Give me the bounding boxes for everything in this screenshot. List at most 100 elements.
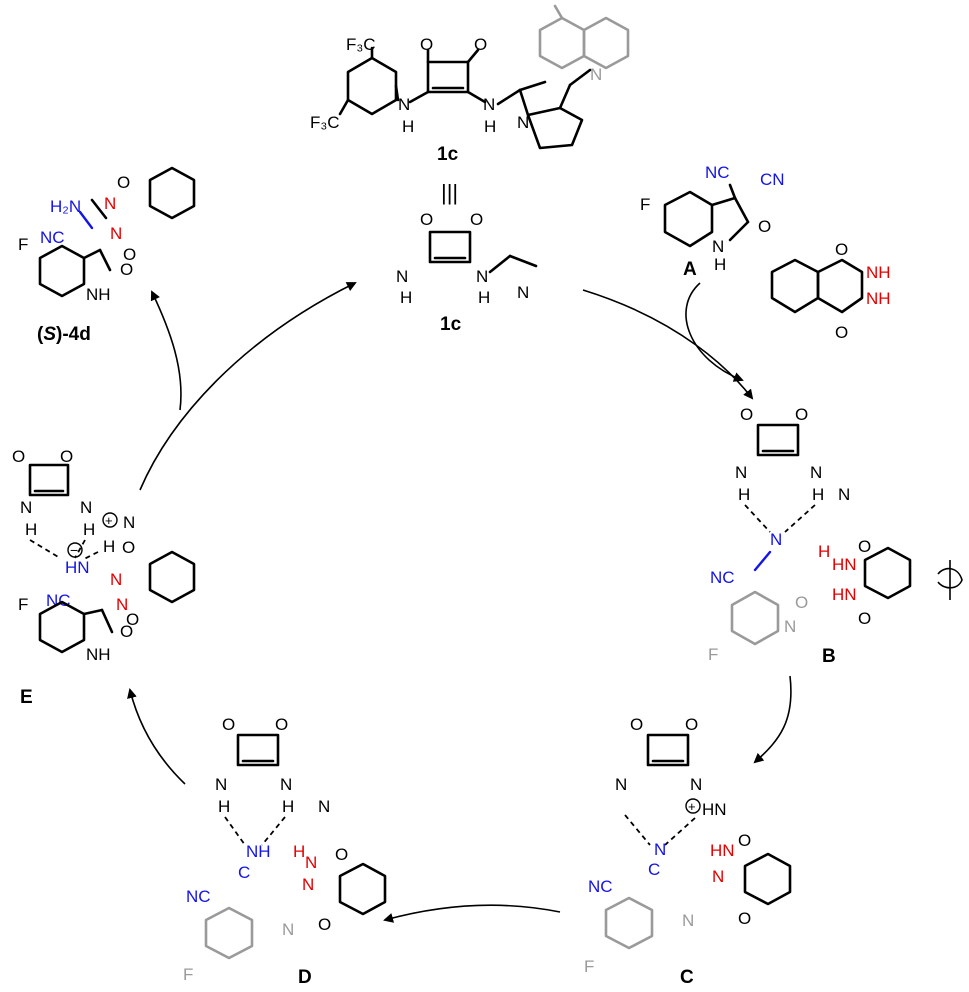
- nitrile-group: CN: [760, 170, 785, 189]
- nitrogen-atom: N: [80, 498, 92, 517]
- hydrogen-atom: H: [478, 288, 490, 307]
- hydrazide-nh: HN: [832, 585, 857, 604]
- quinoline-ring: [538, 16, 586, 70]
- ketenimine-carbon: C: [648, 860, 660, 879]
- nitrogen-atom: N: [690, 775, 702, 794]
- nitrogen-atom: N: [682, 911, 694, 930]
- arrow-1c-to-B: [582, 289, 754, 400]
- hydrogen-atom: H: [738, 485, 750, 504]
- oxygen-atom: O: [335, 845, 348, 864]
- oxygen-atom: O: [474, 35, 487, 54]
- oxygen-atom: O: [120, 622, 133, 641]
- arrow-E-to-1c: [139, 282, 357, 491]
- oxygen-atom: O: [420, 210, 433, 229]
- nitrogen-atom: N: [712, 237, 724, 256]
- label-4d: (S)-4d: [37, 324, 91, 345]
- nitrogen-atom: N: [396, 267, 408, 286]
- nitrile-nitrogen: N: [770, 530, 782, 549]
- oxygen-atom: O: [835, 323, 848, 342]
- hydrazide-n: N: [305, 853, 317, 872]
- label-C: C: [680, 967, 694, 987]
- label-D: D: [298, 967, 312, 987]
- nitrogen-atom: N: [517, 283, 529, 302]
- nitrogen-atom: N: [476, 267, 488, 286]
- nitrogen-atom: N: [735, 463, 747, 482]
- intermediate-D: O O N H N H N NH C NC H N N O O F N D: [183, 715, 387, 988]
- hydrogen-atom: H: [400, 288, 412, 307]
- oxygen-atom: O: [123, 245, 136, 264]
- nitrogen-atom: N: [215, 775, 227, 794]
- hydrogen-atom: H: [25, 520, 37, 539]
- nitrogen-atom: N: [483, 95, 495, 114]
- oxygen-atom: O: [120, 260, 133, 279]
- nitrogen-atom: N: [20, 498, 32, 517]
- arrow-C-to-D: [383, 904, 561, 923]
- oxygen-atom: O: [738, 831, 751, 850]
- hydrazide-nh: HN: [832, 555, 857, 574]
- intermediate-C: O O N N HN + N C NC HN N O O F N C: [584, 715, 792, 988]
- oxygen-atom: O: [275, 715, 288, 734]
- hydrazide-nh: HN: [710, 841, 735, 860]
- nitrogen-atom: N: [318, 797, 330, 816]
- oxygen-atom: O: [858, 609, 871, 628]
- indole-ring: [663, 190, 714, 248]
- oxygen-atom: O: [685, 715, 698, 734]
- nitrogen-atom: N: [282, 920, 294, 939]
- nitrogen-atom: N: [615, 775, 627, 794]
- oxygen-atom: O: [795, 593, 808, 612]
- fluorine-atom: F: [640, 195, 650, 214]
- rotation-symbol: [937, 560, 963, 600]
- phthalhydrazide: O O NH NH: [770, 240, 891, 342]
- oxygen-atom: O: [117, 173, 130, 192]
- hydrazide-nh: NH: [866, 289, 891, 308]
- imine-hn: HN: [65, 558, 90, 577]
- hydrazide-n: N: [110, 570, 122, 589]
- hydrogen-atom: H: [714, 255, 726, 274]
- nh-group: NH: [86, 645, 111, 664]
- oxygen-atom: O: [758, 217, 771, 236]
- equivalence-sign: |||: [441, 180, 458, 205]
- hydrazide-nh: NH: [866, 263, 891, 282]
- nitrogen-atom: N: [398, 95, 410, 114]
- label-B: B: [822, 646, 836, 667]
- nitrile-group: NC: [705, 163, 730, 182]
- nitrogen-atom: N: [784, 617, 796, 636]
- nitrile-group: NC: [186, 887, 211, 906]
- oxygen-atom: O: [122, 538, 135, 557]
- cf3-group: F₃C: [346, 35, 376, 54]
- nitrile-group: NC: [40, 228, 65, 247]
- product-4d: H₂N NC N N O O O F NH (S)-4d: [18, 166, 196, 345]
- oxygen-atom: O: [222, 715, 235, 734]
- oxygen-atom: O: [470, 210, 483, 229]
- ammonium-nh: HN: [702, 800, 727, 819]
- oxygen-atom: O: [60, 447, 73, 466]
- nitrile-group: NC: [588, 877, 613, 896]
- arrow-E-to-product: [150, 290, 182, 411]
- fluorine-atom: F: [584, 957, 594, 976]
- acidic-hydrogen: H: [293, 842, 305, 861]
- oxygen-atom: O: [835, 240, 848, 259]
- nitrile-group: NC: [46, 591, 71, 610]
- hydrogen-atom: H: [218, 797, 230, 816]
- oxygen-atom: O: [420, 35, 433, 54]
- arrow-A-entry: [685, 282, 744, 382]
- ketenimine-nitrogen: N: [654, 840, 666, 859]
- hydrogen-atom: H: [83, 520, 95, 539]
- cf3-group: F₃C: [310, 113, 340, 132]
- cycle-arrows: [127, 282, 792, 923]
- quinoline-nitrogen: N: [590, 65, 602, 84]
- hydrogen-atom: H: [812, 485, 824, 504]
- hydrogen-atom: H: [282, 797, 294, 816]
- aryl-ring: [346, 56, 398, 116]
- intermediate-E: O O N H N H N + H − HN NC N N O O O F NH…: [12, 447, 196, 708]
- nitrogen-atom: N: [838, 485, 850, 504]
- positive-charge: +: [105, 513, 113, 528]
- fluorine-atom: F: [18, 235, 28, 254]
- oxygen-atom: O: [318, 915, 331, 934]
- intermediate-B: O O N H N H N N NC H HN HN O O F O N B: [708, 405, 912, 667]
- ketenimine-carbon: C: [238, 863, 250, 882]
- fluorine-atom: F: [708, 645, 718, 664]
- nitrogen-atom: N: [810, 463, 822, 482]
- hydrogen-atom: H: [484, 117, 496, 136]
